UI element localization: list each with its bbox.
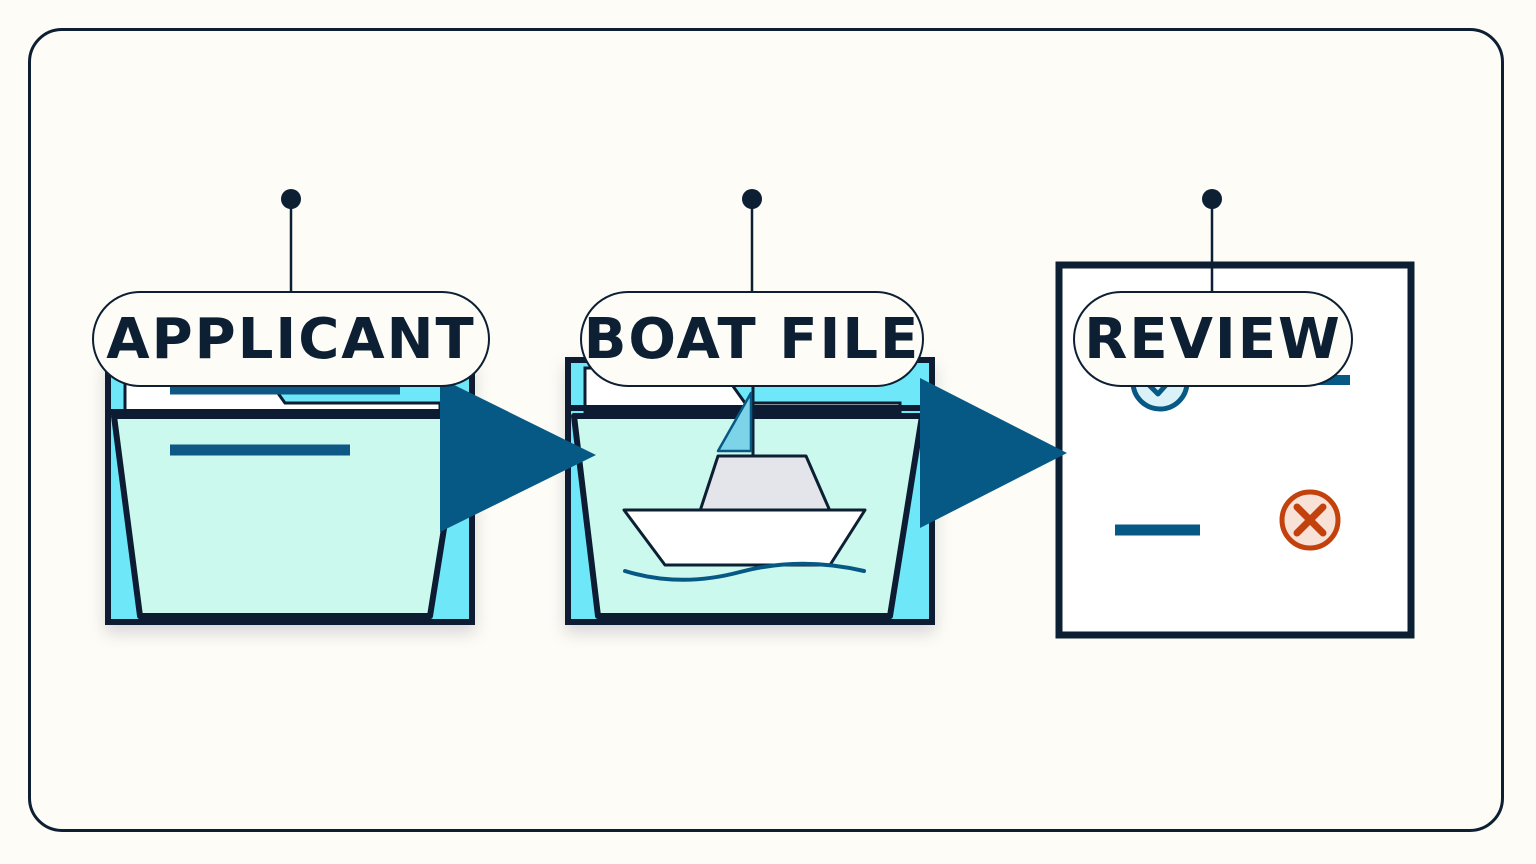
boat-file-label: BOAT FILE: [580, 291, 924, 387]
reject-x-icon: [1279, 489, 1341, 551]
arrow-icon: [440, 378, 596, 532]
applicant-folder-icon: [105, 357, 475, 625]
review-label: REVIEW: [1073, 291, 1353, 387]
boat-file-pin-connector: [742, 189, 762, 292]
applicant-pin-connector: [281, 189, 301, 292]
boat-icon: [622, 386, 867, 582]
applicant-label: APPLICANT: [92, 291, 490, 387]
arrow-icon: [920, 378, 1067, 528]
review-pin-connector: [1202, 189, 1222, 292]
